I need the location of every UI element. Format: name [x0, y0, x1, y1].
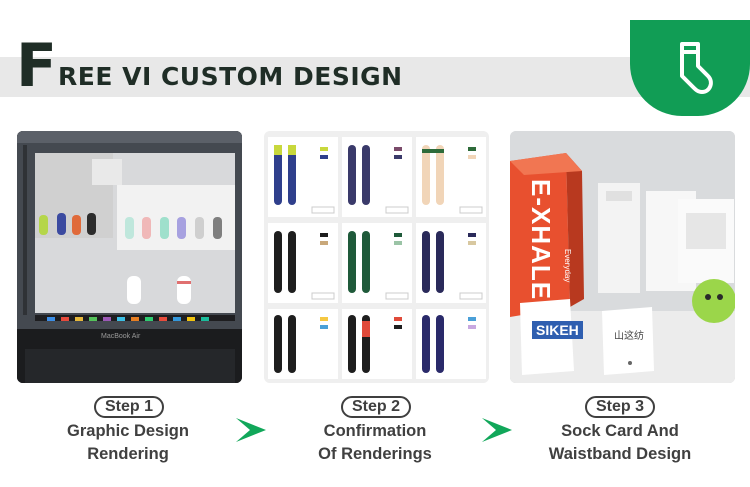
step-1-text: Graphic Design Rendering: [28, 420, 228, 466]
renderings-grid: [264, 131, 489, 383]
laptop-illustration: [17, 131, 242, 383]
step-2-line1: Confirmation: [323, 422, 427, 440]
step-3-line1: Sock Card And: [561, 422, 679, 440]
title-rest: REE VI CUSTOM DESIGN: [58, 62, 403, 91]
sock-sketches-left: [39, 213, 96, 235]
rendering-card-5: [342, 223, 412, 303]
arrow-right-icon: [236, 418, 266, 442]
panel-sock-card: E-XHALE Everyday SIKEH 山这纺: [510, 131, 735, 383]
header-banner: [0, 57, 750, 97]
sock-sketches-right: [125, 217, 222, 239]
step-2-pill: Step 2: [341, 396, 411, 418]
step-1-line2: Rendering: [87, 445, 169, 463]
card-white-text: SIKEH: [532, 321, 583, 339]
badge-shape: [630, 20, 750, 116]
step-3-line2: Waistband Design: [548, 445, 692, 463]
rendering-card-4: [268, 223, 338, 303]
rendering-card-7: [268, 309, 338, 379]
rendering-card-2: [342, 137, 412, 217]
step-2-line2: Of Renderings: [318, 445, 432, 463]
white-card-back-1: [598, 183, 640, 293]
laptop-brand-label: MacBook Air: [101, 333, 141, 340]
sock-badge: [630, 20, 750, 116]
step-1-pill: Step 1: [94, 396, 164, 418]
box-brand-text: E-XHALE: [526, 179, 556, 301]
step-3-pill: Step 3: [585, 396, 655, 418]
rendering-card-8: [342, 309, 412, 379]
box-small-text: Everyday: [563, 249, 572, 283]
dock-icons: [47, 317, 209, 321]
title-first-letter: F: [16, 31, 57, 101]
sock-icon: [680, 42, 713, 94]
arrow-right-icon: [482, 418, 512, 442]
card-front-middle: [602, 307, 654, 375]
panel-graphic-design: MacBook Air: [17, 131, 242, 383]
rendering-card-1: [268, 137, 338, 217]
rendering-card-9: [416, 309, 486, 379]
step-1-line1: Graphic Design: [67, 422, 189, 440]
step-2-text: Confirmation Of Renderings: [275, 420, 475, 466]
white-card-back-3: [678, 199, 734, 283]
card-cn-text: 山这纺: [614, 331, 644, 342]
orange-box: [510, 153, 584, 317]
green-mascot: [692, 279, 735, 323]
step-3-text: Sock Card And Waistband Design: [520, 420, 720, 466]
page-title: F REE VI CUSTOM DESIGN: [16, 31, 403, 101]
rendering-card-6: [416, 223, 486, 303]
panel-renderings: [264, 131, 489, 383]
rendering-card-3: [416, 137, 486, 217]
